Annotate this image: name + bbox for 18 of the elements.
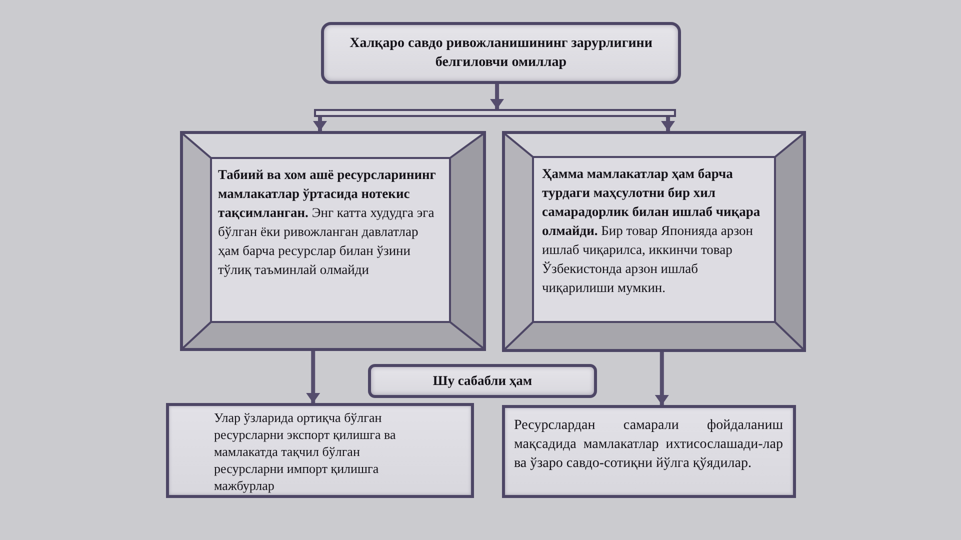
beveled-frame-box [502,131,806,352]
box-text: Улар ўзларида ортиқча бўлган ресурсларни экспорт қилишга ва мамлакатда тақчил бўлган ресурсларни импорт қилишга мажбурлар [214,409,397,494]
beveled-frame-box [180,131,486,351]
text-box [502,405,796,498]
double-line-bar [314,109,676,117]
arrow [490,84,504,109]
rounded-box [321,22,681,84]
box-text: Ҳамма мамлакатлар ҳам барча турдаги маҳсулотни бир хил самарадорлик билан ишлаб чиқара олмайди. Бир товар Японияда арзон ишлаб чиқарилса, иккинчи товар Ўзбекистонда арзон ишлаб чиқарилиши мумкин. [542,165,762,297]
box-text: Халқаро савдо ривожланишининг зарурлигини белгиловчи омиллар [348,35,654,72]
text-box [166,403,474,498]
rounded-box [368,364,597,398]
box-text: Табиий ва хом ашё ресурсларининг мамлакатлар ўртасида нотекис тақсимланган. Энг катта худудга эга бўлган ёки ривожланган давлатлар ҳам барча ресурслар билан ўзини тўлиқ таъминлай олмайди [218,166,437,279]
box-text: Шу сабабли ҳам [432,372,534,390]
arrow [306,351,320,403]
arrow [654,352,669,405]
arrow [313,117,327,131]
arrow [661,117,676,131]
box-text: Ресурслардан самарали фойдаланиш мақсадида мамлакатлар ихтисослашади-лар ва ўзаро савдо-сотиқни йўлга қўядилар. [514,417,783,473]
